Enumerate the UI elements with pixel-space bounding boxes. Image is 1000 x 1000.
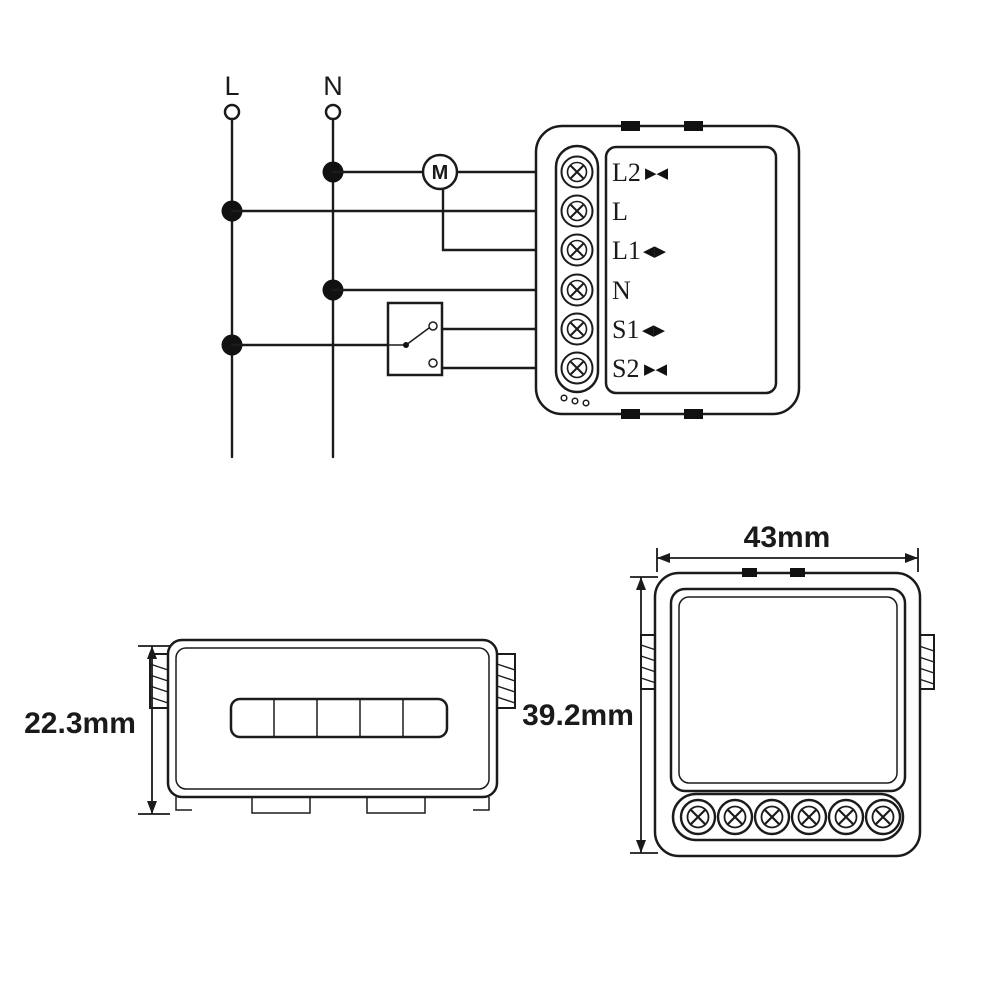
terminal-band-side bbox=[229, 697, 449, 739]
vent-dot bbox=[571, 397, 579, 405]
terminal-label-s1: S1 bbox=[612, 315, 639, 344]
close-arrows-icon: ▶◀ bbox=[645, 164, 669, 182]
screw-terminal-s1 bbox=[560, 312, 594, 346]
terminal-label-s2: S2 bbox=[612, 354, 639, 383]
terminal-label-l1: L1 bbox=[612, 236, 641, 265]
screw-terminal-l1 bbox=[560, 233, 594, 267]
mount-clip bbox=[496, 653, 516, 709]
screw-terminal bbox=[716, 798, 754, 836]
vent-dot bbox=[560, 394, 568, 402]
screw-terminal-l bbox=[560, 194, 594, 228]
supply-line-l: L bbox=[223, 71, 241, 459]
open-arrows-icon: ◀▶ bbox=[642, 321, 666, 339]
dimension-label-43mm: 43mm bbox=[744, 521, 831, 554]
open-arrows-icon: ◀▶ bbox=[643, 242, 667, 260]
terminal-labels: L2 ▶◀ L L1 ◀▶ N S1 ◀▶ S2 ▶◀ bbox=[612, 158, 669, 383]
screw-terminal bbox=[827, 798, 865, 836]
dimension-label-22-3mm: 22.3mm bbox=[24, 707, 136, 740]
dimension-side-height: 22.3mm bbox=[24, 645, 170, 815]
screw-terminal bbox=[864, 798, 902, 836]
module-front-view: 43mm 39.2mm bbox=[522, 521, 935, 858]
terminal-strip-front bbox=[671, 792, 905, 842]
screw-terminal bbox=[753, 798, 791, 836]
terminal-label-l: L bbox=[612, 197, 628, 226]
front-face bbox=[669, 587, 907, 793]
wall-switch-symbol bbox=[386, 301, 444, 377]
mount-tab bbox=[621, 409, 640, 419]
supply-terminal-circle-l bbox=[223, 103, 241, 121]
motor-symbol: M bbox=[421, 153, 459, 191]
supply-label-l: L bbox=[224, 71, 239, 101]
mount-tab bbox=[621, 121, 640, 131]
dimension-label-39-2mm: 39.2mm bbox=[522, 699, 634, 732]
supply-line-n: N bbox=[323, 71, 343, 459]
screw-terminal bbox=[679, 798, 717, 836]
mount-tab bbox=[684, 409, 703, 419]
supply-label-n: N bbox=[323, 71, 343, 101]
wiring-schematic: L N M bbox=[221, 71, 801, 459]
motor-label: M bbox=[432, 162, 449, 184]
module-side-view: 22.3mm bbox=[24, 638, 516, 815]
relay-module-top-view: L2 ▶◀ L L1 ◀▶ N S1 ◀▶ S2 ▶◀ bbox=[534, 121, 801, 419]
screw-terminal bbox=[790, 798, 828, 836]
mount-tab bbox=[742, 568, 757, 577]
dimension-front-width: 43mm bbox=[656, 521, 919, 572]
terminal-label-n: N bbox=[612, 276, 631, 305]
mount-tab bbox=[684, 121, 703, 131]
screw-terminal-l2 bbox=[560, 155, 594, 189]
base-feet bbox=[175, 796, 490, 814]
supply-terminal-circle-n bbox=[324, 103, 342, 121]
vent-dot bbox=[582, 399, 590, 407]
screw-terminal-n bbox=[560, 273, 594, 307]
terminal-label-l2: L2 bbox=[612, 158, 641, 187]
screw-terminal-s2 bbox=[560, 351, 594, 385]
close-arrows-icon: ▶◀ bbox=[644, 360, 668, 378]
label-panel bbox=[604, 145, 778, 395]
dimension-front-height: 39.2mm bbox=[522, 576, 658, 854]
mount-tab bbox=[790, 568, 805, 577]
terminal-strip bbox=[554, 144, 600, 394]
connection-wires bbox=[230, 170, 558, 370]
